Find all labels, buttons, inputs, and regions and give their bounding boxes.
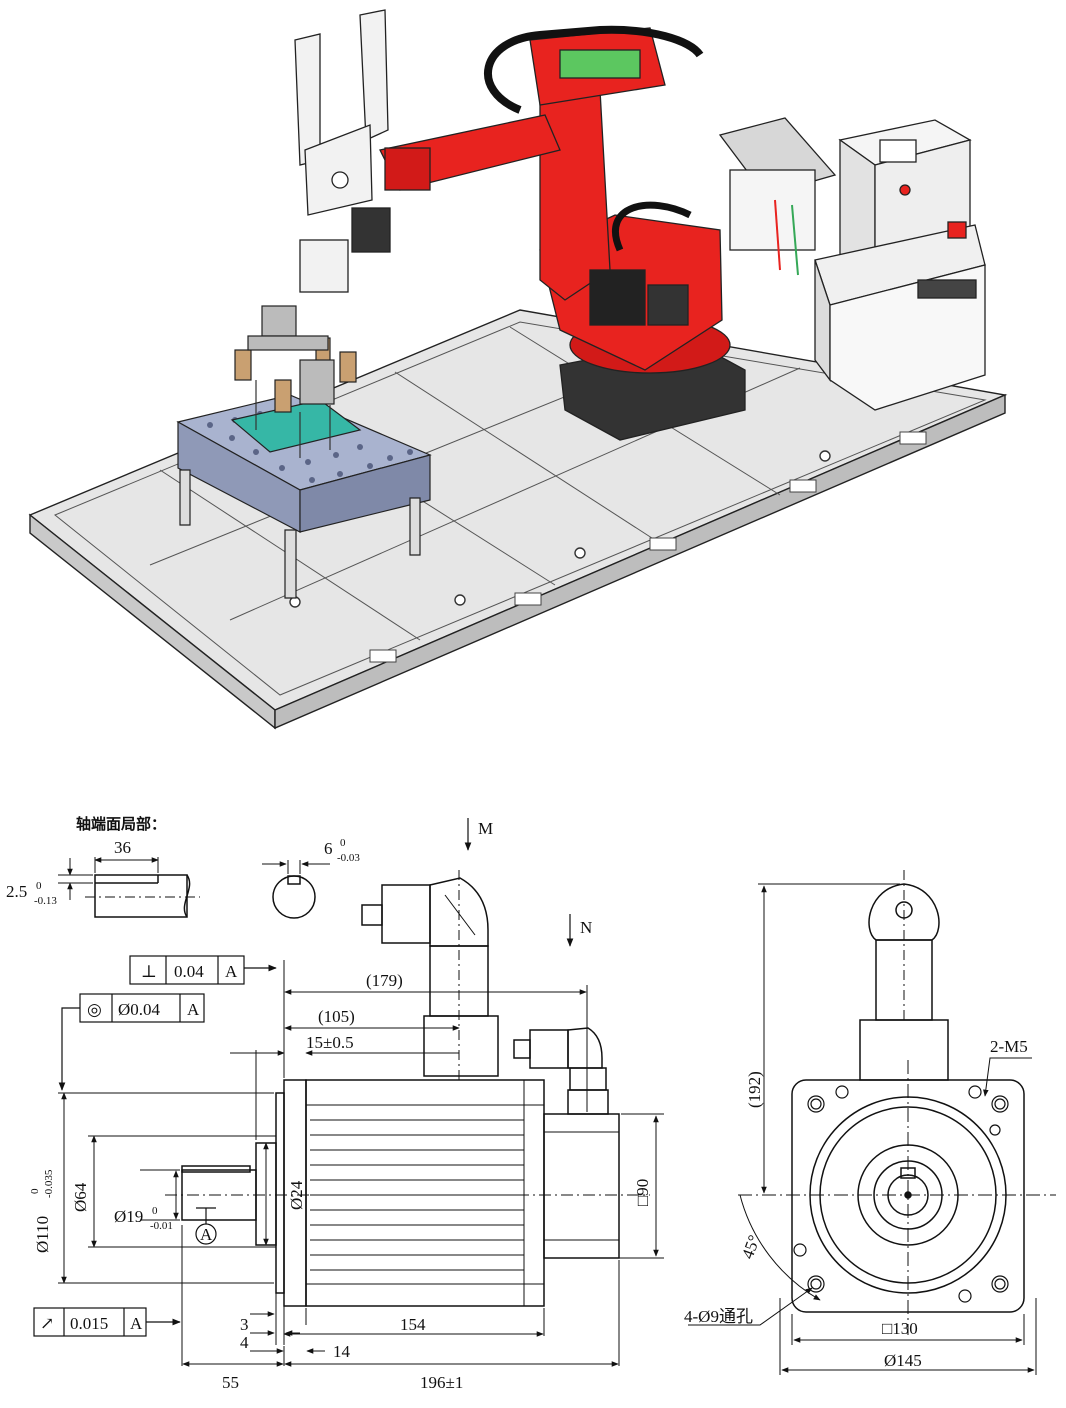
dim-192: (192) — [745, 1071, 764, 1108]
dim-154: 154 — [400, 1315, 426, 1334]
dim-145: Ø145 — [884, 1351, 922, 1370]
dim-shaft-dia: Ø19 — [114, 1207, 143, 1226]
dim-45: 45° — [738, 1232, 764, 1261]
robot-cell-illustration — [28, 9, 1008, 730]
controller-cabinet — [814, 119, 986, 411]
dim-key-width-upper: 0 — [340, 837, 346, 849]
tol-runout-datum: A — [130, 1314, 143, 1333]
dim-196: 196±1 — [420, 1373, 463, 1392]
dim-boss-dia: Ø24 — [287, 1180, 306, 1210]
power-connector — [361, 870, 499, 1080]
front-view — [738, 870, 1056, 1335]
dim-14: 14 — [333, 1342, 351, 1361]
tol-conc-symbol: ◎ — [87, 1000, 102, 1019]
dim-flange-dia: Ø110 — [33, 1216, 52, 1253]
left-dimensions — [58, 1092, 276, 1284]
tol-perpendicularity — [129, 955, 277, 985]
tol-conc-datum: A — [187, 1000, 200, 1019]
tol-perp-symbol: ⊥ — [141, 962, 157, 981]
tol-perp-datum: A — [225, 962, 238, 981]
top-dimensions — [230, 960, 588, 1140]
tol-concentricity — [58, 993, 205, 1091]
dim-179: (179) — [366, 971, 403, 990]
dim-4: 4 — [240, 1333, 249, 1352]
dim-key-length: 36 — [114, 838, 131, 857]
dim-shaft-dia-upper: 0 — [152, 1205, 158, 1217]
shaft-detail — [58, 857, 200, 918]
dim-15: 15±0.5 — [306, 1033, 354, 1052]
dim-sq90: □90 — [633, 1179, 652, 1206]
arrow-n-label: N — [580, 918, 592, 937]
gripper-tool — [294, 9, 391, 293]
dim-shaft-dia-lower: -0.01 — [150, 1220, 173, 1232]
dim-holes: 4-Ø9通孔 — [684, 1307, 753, 1326]
datum-a — [195, 1207, 217, 1245]
weld-table — [176, 305, 432, 599]
dim-pilot-dia: Ø64 — [71, 1182, 90, 1212]
dim-3: 3 — [240, 1315, 249, 1334]
dim-key-depth-upper: 0 — [36, 880, 42, 892]
motor-body — [165, 1079, 650, 1307]
robot-arm — [379, 25, 746, 441]
wire-feeder — [718, 117, 837, 276]
dim-90-lines — [548, 1113, 664, 1259]
dim-55: 55 — [222, 1373, 239, 1392]
tol-runout-symbol: ↗ — [40, 1314, 54, 1333]
dim-key-width-lower: -0.03 — [337, 852, 360, 864]
arrow-m-label: M — [478, 819, 493, 838]
dim-flange-dia-lower: -0.035 — [43, 1169, 55, 1198]
dim-sq130: □130 — [882, 1319, 918, 1338]
dim-2m5: 2-M5 — [990, 1037, 1028, 1056]
encoder-connector — [513, 1027, 609, 1115]
tol-conc-value: Ø0.04 — [118, 1000, 161, 1019]
dim-key-depth-lower: -0.13 — [34, 895, 57, 907]
shaft-detail-title: 轴端面局部： — [76, 815, 166, 833]
datum-a-label: A — [200, 1225, 213, 1244]
motor-drawing: 轴端面局部： 36 2.5 0 -0.13 — [6, 815, 1056, 1392]
tol-runout — [33, 1307, 181, 1337]
dim-key-depth: 2.5 — [6, 882, 27, 901]
dim-key-width: 6 — [324, 839, 333, 858]
bottom-dimensions — [181, 1225, 620, 1367]
key-section — [262, 860, 330, 919]
tol-runout-value: 0.015 — [70, 1314, 108, 1333]
dim-flange-dia-upper: 0 — [29, 1188, 41, 1194]
dim-105: (105) — [318, 1007, 355, 1026]
front-dimensions — [688, 883, 1037, 1375]
tol-perp-value: 0.04 — [174, 962, 204, 981]
